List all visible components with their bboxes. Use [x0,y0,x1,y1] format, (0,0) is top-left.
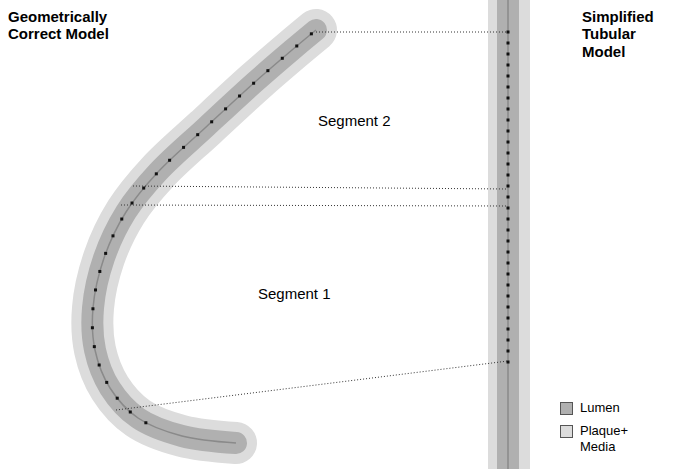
centerline [507,0,509,469]
segment-label: Segment 2 [318,112,428,129]
sample-dot [507,361,510,364]
legend-text: Plaque+ Media [580,423,636,454]
sample-dot [507,53,510,56]
sample-dot [104,252,107,255]
mapping-lines [116,32,508,410]
sample-dot [210,120,213,123]
sample-dot [224,107,227,110]
model-heading: Geometrically Correct Model [8,8,138,43]
plaque-media-wall [92,30,316,443]
sample-dot [507,64,510,67]
sample-dot [507,306,510,309]
plaque-media-wall [488,0,530,469]
sample-dot [507,163,510,166]
legend-entry: Plaque+ Media [560,423,636,454]
sample-dot [91,326,94,329]
sample-points [91,31,510,425]
legend-text: Lumen [580,400,636,416]
sample-dot [507,86,510,89]
sample-dot [111,234,114,237]
sample-dot [182,146,185,149]
sample-dot [105,381,108,384]
legend-swatch [560,425,573,438]
sample-dot [266,69,269,72]
legend-entry: Lumen [560,400,636,416]
sample-dot [98,270,101,273]
sample-dot [507,350,510,353]
mapping-line [116,361,508,410]
sample-dot [507,141,510,144]
sample-dot [507,119,510,122]
sample-dot [238,94,241,97]
sample-dot [116,397,119,400]
mapping-line [121,205,508,206]
sample-dot [507,339,510,342]
sample-dot [507,97,510,100]
straight-tube [488,0,530,469]
sample-dot [507,295,510,298]
sample-dot [507,273,510,276]
sample-dot [507,262,510,265]
sample-dot [507,31,510,34]
sample-dot [507,108,510,111]
sample-dot [144,421,147,424]
sample-dot [142,187,145,190]
segment-label: Segment 1 [258,285,368,302]
sample-dot [507,328,510,331]
curved-vessel [92,30,316,443]
model-heading: Simplified Tubular Model [582,8,676,60]
sample-dot [507,229,510,232]
sample-dot [94,288,97,291]
sample-dot [507,196,510,199]
sample-dot [129,410,132,413]
sample-dot [507,42,510,45]
sample-dot [120,218,123,221]
sample-dot [507,130,510,133]
sample-dot [507,317,510,320]
sample-dot [91,307,94,310]
sample-dot [196,133,199,136]
mapping-line [133,186,508,189]
mapping-line [316,32,508,33]
sample-dot [168,159,171,162]
sample-dot [507,185,510,188]
sample-dot [507,284,510,287]
sample-dot [131,202,134,205]
lumen [497,0,519,469]
sample-dot [507,207,510,210]
sample-dot [507,152,510,155]
sample-dot [507,75,510,78]
sample-dot [507,251,510,254]
lumen [92,30,316,443]
sample-dot [507,240,510,243]
legend-swatch [560,402,573,415]
sample-dot [295,44,298,47]
centerline [92,30,316,443]
sample-dot [98,363,101,366]
sample-dot [507,174,510,177]
sample-dot [507,218,510,221]
sample-dot [93,345,96,348]
sample-dot [310,32,313,35]
sample-dot [281,57,284,60]
sample-dot [155,172,158,175]
sample-dot [252,82,255,85]
